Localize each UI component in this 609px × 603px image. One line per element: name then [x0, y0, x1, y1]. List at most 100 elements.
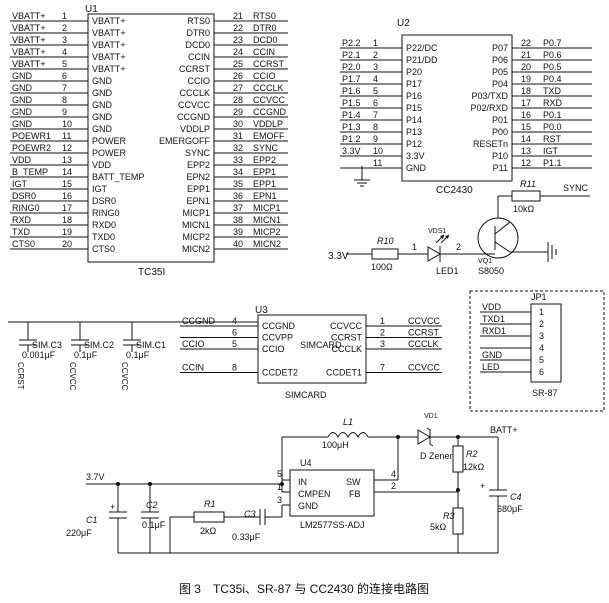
pin-name: VDD	[92, 160, 112, 170]
c1-label: C1	[86, 515, 98, 525]
pin-name: GND	[92, 124, 113, 134]
pin-net-label: RTS0	[253, 11, 276, 21]
vd1-zener	[417, 429, 431, 445]
pin-net-label: RXD	[543, 98, 563, 108]
u4-body	[289, 469, 375, 517]
r11-resistor	[511, 190, 541, 202]
vd1-label: VD1	[424, 413, 438, 420]
pin-number: 2	[62, 23, 67, 33]
vd1-name: D Zener	[420, 451, 453, 461]
pin-name: GND	[92, 112, 113, 122]
pin-name: P20	[406, 67, 422, 77]
u4-pin-gnd: GND	[298, 501, 319, 511]
pin-net-label: CCIN	[253, 47, 275, 57]
pin-name: VBATT+	[92, 28, 126, 38]
sim-cap-name: SIM.C3	[32, 340, 62, 350]
pin-number: 35	[233, 179, 243, 189]
pin-net-label: B_TEMP	[12, 167, 48, 177]
simcard-designator: U3	[255, 305, 268, 316]
u4-pin-sw: SW	[346, 477, 361, 487]
pin-name: MICP1	[182, 208, 210, 218]
led-supply-label: 3.3V	[328, 251, 349, 262]
pin-number: 29	[233, 107, 243, 117]
cc2430-name: CC2430	[436, 185, 473, 196]
pin-name: P13	[406, 127, 422, 137]
pin-number: 21	[233, 11, 243, 21]
pin-net-label: CCCLK	[408, 339, 439, 349]
r1-label: R1	[204, 499, 216, 509]
sim-cap-value: 0.1μF	[126, 350, 150, 360]
jp1-pin-number: 5	[539, 355, 544, 365]
pin-number: 17	[521, 98, 531, 108]
pin-net-label: RING0	[12, 203, 40, 213]
led-pin2: 2	[456, 242, 461, 252]
sim-cap-net: CCVCC	[68, 362, 77, 391]
pin-name: CCIO	[262, 344, 285, 354]
u4-pin4: 4	[391, 469, 396, 479]
r2-label: R2	[466, 449, 478, 459]
pin-name: P10	[492, 151, 508, 161]
pin-net-label: EPN1	[253, 191, 277, 201]
pin-name: EPN2	[186, 172, 210, 182]
jp1-body	[530, 303, 562, 383]
pin-net-label: GND	[12, 71, 33, 81]
u4-pin-in: IN	[298, 477, 307, 487]
pin-net-label: CCRST	[408, 328, 440, 338]
pin-net-label: EPP2	[253, 155, 276, 165]
pin-number: 13	[62, 155, 72, 165]
pin-net-label: P1.3	[342, 122, 361, 132]
vq1-label: VQ1	[478, 258, 492, 265]
c3-value: 0.33μF	[232, 532, 261, 542]
batt-output-label: BATT+	[490, 425, 518, 435]
pin-number: 38	[233, 215, 243, 225]
pin-name: BATT_TEMP	[92, 172, 144, 182]
simcard-center-label: SIMCARD	[300, 340, 342, 350]
jp1-pin-net: GND	[482, 350, 503, 360]
pin-net-label: CCIO	[253, 71, 276, 81]
led1-symbol	[427, 246, 441, 262]
pin-name: SYNC	[185, 148, 211, 158]
pin-name: RING0	[92, 208, 120, 218]
pin-name: RXD0	[92, 220, 116, 230]
pin-name: VDDLP	[180, 124, 210, 134]
figure-caption: 图 3 TC35i、SR-87 与 CC2430 的连接电路图	[179, 581, 429, 596]
pin-number: 2	[380, 328, 385, 338]
pin-net-label: 3.3V	[342, 146, 361, 156]
pin-net-label: EMOFF	[253, 131, 285, 141]
sim-cap-name: SIM.C2	[84, 340, 114, 350]
pin-net-label: GND	[12, 83, 33, 93]
simcard-right-pins: CCVCC1CCVCCCCRST2CCRSTCCCLK3CCCLKCCVCC7C…	[326, 316, 442, 378]
pin-number: 30	[233, 119, 243, 129]
l1-value: 100μH	[322, 440, 349, 450]
pin-number: 7	[373, 110, 378, 120]
pin-number: 11	[373, 158, 382, 168]
pin-net-label: VDD	[12, 155, 32, 165]
pin-number: 32	[233, 143, 243, 153]
c3-label: C3	[244, 509, 256, 519]
u4-pin5: 5	[277, 469, 282, 479]
jp1-pin-number: 1	[539, 307, 544, 317]
pin-number: 3	[380, 339, 385, 349]
pin-name: DSR0	[92, 196, 116, 206]
pin-number: 31	[233, 131, 243, 141]
pin-number: 15	[62, 179, 72, 189]
pin-number: 16	[521, 110, 531, 120]
pin-number: 4	[232, 316, 237, 326]
pin-name: P07	[492, 43, 508, 53]
pin-number: 12	[62, 143, 72, 153]
cc2430-right-pins: P0.722P07P0.621P06P0.520P05P0.419P04TXD1…	[470, 38, 592, 173]
cc2430-ground-symbol	[354, 166, 370, 187]
pin-net-label: P1.7	[342, 74, 361, 84]
pin-number: 6	[373, 98, 378, 108]
pin-number: 15	[521, 122, 531, 132]
pin-name: GND	[92, 88, 113, 98]
jp1-pin-number: 3	[539, 331, 544, 341]
tc35i-designator: U1	[85, 4, 98, 15]
pin-number: 36	[233, 191, 243, 201]
r3-value: 5kΩ	[430, 522, 447, 532]
sim-cap-value: 0.1μF	[74, 350, 98, 360]
pin-name: EPN1	[186, 196, 210, 206]
